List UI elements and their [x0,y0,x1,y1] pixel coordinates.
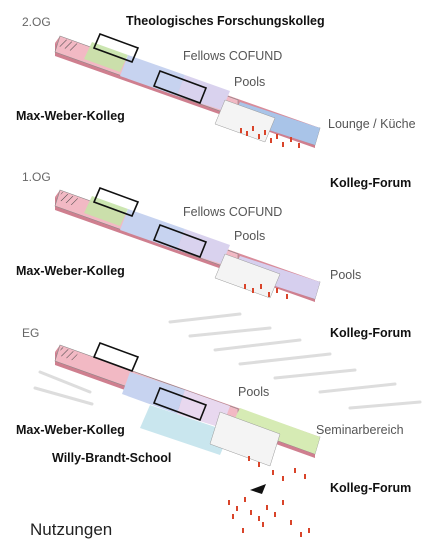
label-max-weber-kolleg-1og: Max-Weber-Kolleg [16,264,125,278]
caption-nutzungen: Nutzungen [30,520,113,539]
floor-label-1og: 1.OG [22,170,51,184]
label-lounge-kueche: Lounge / Küche [328,117,416,131]
floor-label-2og: 2.OG [22,15,51,29]
label-kolleg-forum-2og: Kolleg-Forum [330,176,412,190]
label-max-weber-kolleg-eg: Max-Weber-Kolleg [16,423,125,437]
label-seminarbereich: Seminarbereich [316,423,404,437]
floor-1og-plan [54,186,321,302]
label-fellows-cofund-2og: Fellows COFUND [183,49,283,63]
label-pools-2og: Pools [234,75,266,89]
label-pools-1og-top: Pools [234,229,266,243]
floor-2og-plan [54,32,321,148]
label-theologisches-forschungskolleg: Theologisches Forschungskolleg [126,14,325,28]
label-kolleg-forum-1og: Kolleg-Forum [330,326,412,340]
label-pools-1og-right: Pools [330,268,362,282]
label-max-weber-kolleg-2og: Max-Weber-Kolleg [16,109,125,123]
label-kolleg-forum-eg: Kolleg-Forum [330,481,412,495]
label-fellows-cofund-1og: Fellows COFUND [183,205,283,219]
floor-label-eg: EG [22,326,40,340]
floor-eg-plan [33,312,422,537]
label-pools-eg: Pools [238,385,270,399]
label-willy-brandt-school: Willy-Brandt-School [52,451,172,465]
